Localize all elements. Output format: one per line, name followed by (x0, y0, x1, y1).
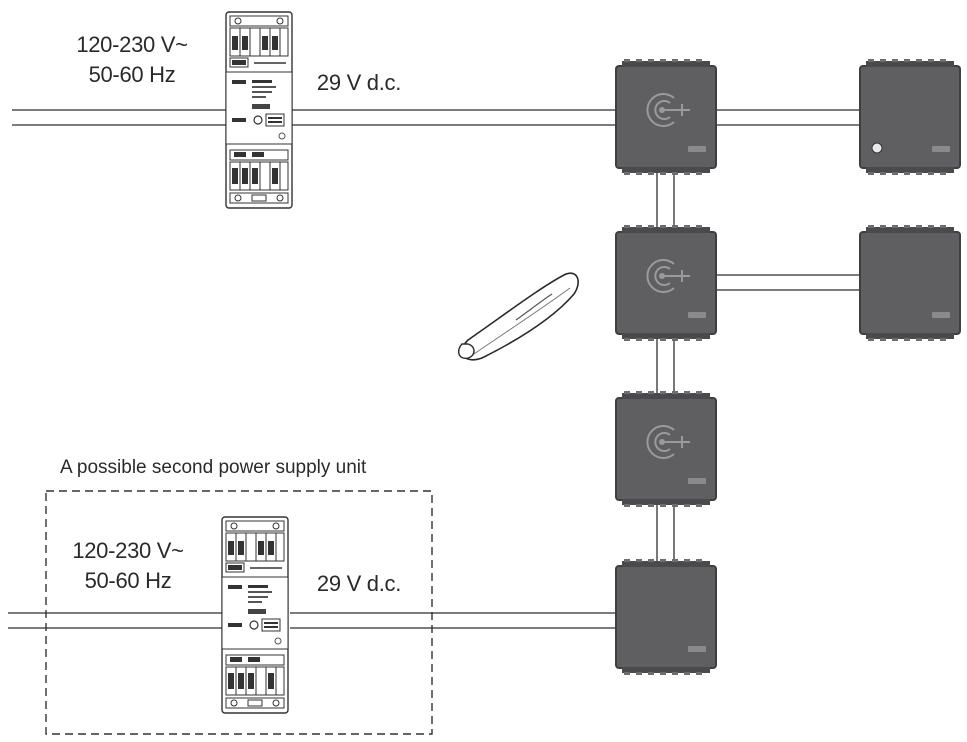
power-supply-unit-1 (225, 11, 293, 209)
device-top-right (859, 58, 961, 176)
reader-device-lower (616, 391, 716, 507)
supply-2-input-frequency: 50-60 Hz (85, 568, 172, 593)
device-bottom (615, 558, 717, 676)
supply-1-output-voltage: 29 V d.c. (317, 70, 401, 95)
power-supply-unit-2 (221, 516, 289, 714)
supply-1-input-voltage: 120-230 V~ (76, 32, 187, 57)
supply-2-caption: A possible second power supply unit (60, 457, 367, 478)
reader-device-top (616, 59, 716, 175)
reader-device-middle (616, 225, 716, 341)
supply-2-input-voltage: 120-230 V~ (72, 538, 183, 563)
wires (8, 109, 860, 629)
second-supply-frame (45, 490, 433, 735)
transponder-key-icon (457, 272, 579, 361)
supply-2-output-voltage: 29 V d.c. (317, 571, 401, 596)
device-middle-right (859, 224, 961, 342)
supply-1-input-frequency: 50-60 Hz (89, 62, 176, 87)
